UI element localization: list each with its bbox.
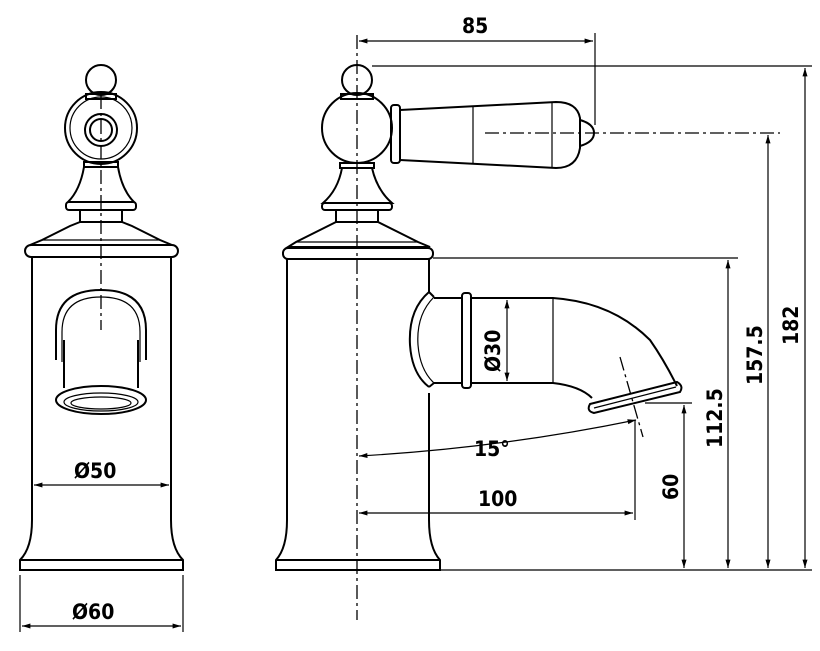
side-view: Ø30 85 182 157.5 112.5 60 100 15° [275, 14, 812, 620]
dim-spout-angle: 15° [474, 437, 510, 461]
dim-body-diameter: Ø50 [74, 459, 116, 483]
dim-spout-diameter: Ø30 [481, 330, 505, 372]
dim-base-diameter: Ø60 [72, 600, 114, 624]
dim-outlet-height: 60 [659, 474, 683, 500]
front-view: Ø50 Ø60 [19, 64, 184, 632]
dim-spout-reach: 100 [478, 487, 517, 511]
dim-spout-top-height: 112.5 [703, 388, 727, 448]
dim-total-height: 182 [779, 306, 803, 345]
dim-handle-height: 157.5 [743, 325, 767, 385]
dim-handle-reach: 85 [462, 14, 488, 38]
